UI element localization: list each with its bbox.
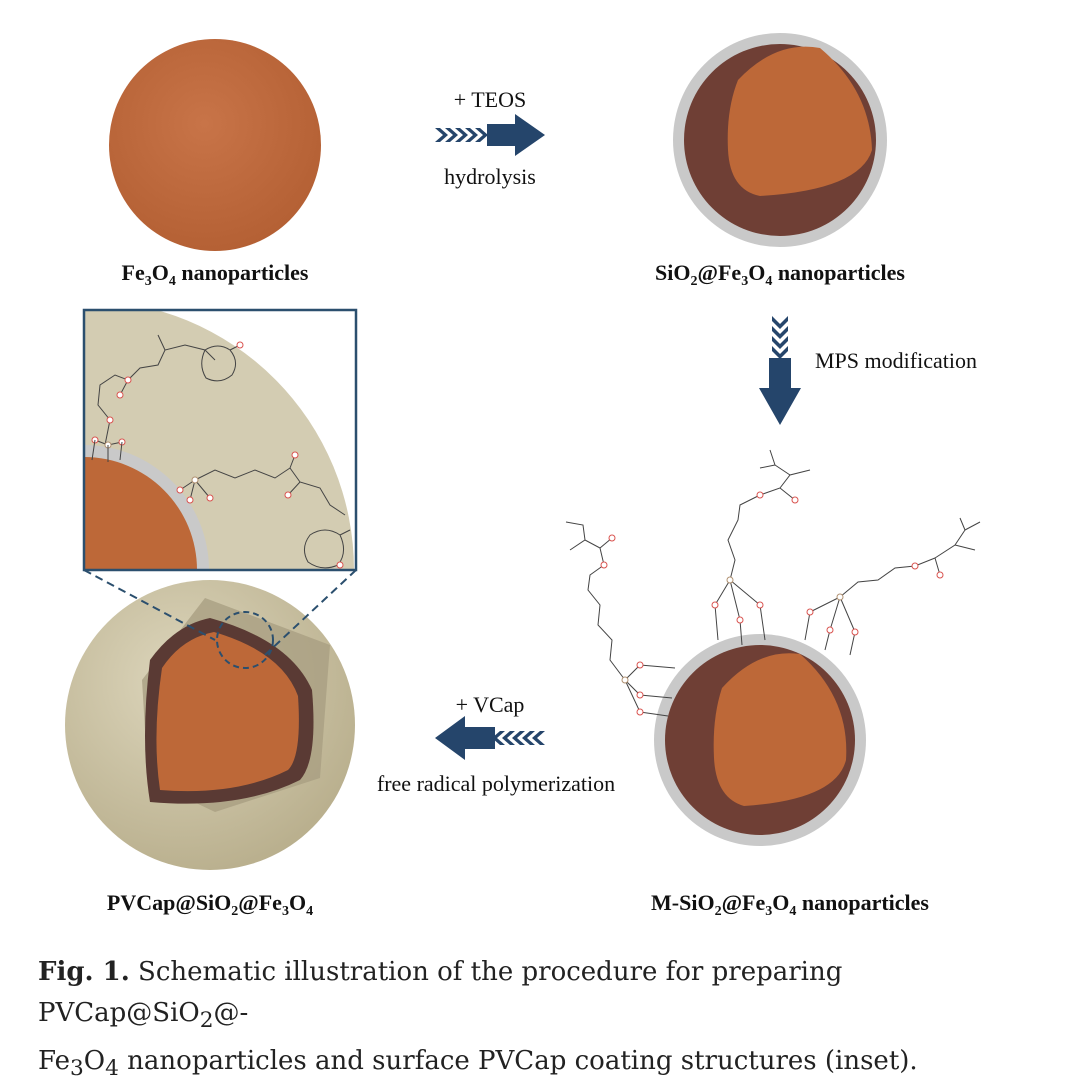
fe3o4-particle xyxy=(109,39,321,251)
caption-line1: Schematic illustration of the procedure … xyxy=(38,957,843,1028)
inset-connector-right xyxy=(264,569,357,656)
figure-canvas: + TEOS hydrolysis Fe3O4 nanoparticles Si… xyxy=(38,33,981,1082)
vcap-label: + VCap xyxy=(456,692,525,717)
hydrolysis-label: hydrolysis xyxy=(444,164,536,189)
caption-line2c: nanoparticles and surface PVCap coating … xyxy=(118,1046,918,1077)
m-sio2-fe3o4-particle xyxy=(654,634,866,846)
pvcap-label: PVCap@SiO2@Fe3O4 xyxy=(107,890,313,919)
teos-arrow xyxy=(435,114,545,156)
teos-label: + TEOS xyxy=(454,87,527,112)
schematic-diagram: + TEOS hydrolysis Fe3O4 nanoparticles Si… xyxy=(65,33,981,919)
sio2-fe3o4-label: SiO2@Fe3O4 nanoparticles xyxy=(655,260,905,289)
caption-sub1: 2 xyxy=(199,1008,214,1034)
pvcap-particle xyxy=(65,580,355,870)
fe3o4-label: Fe3O4 nanoparticles xyxy=(122,260,309,289)
vcap-arrow xyxy=(435,716,545,760)
figure-number: Fig. 1. xyxy=(38,957,130,987)
mps-chains xyxy=(565,449,981,717)
mps-label: MPS modification xyxy=(815,348,977,373)
mps-arrow xyxy=(759,316,801,425)
radical-polymerization-label: free radical polymerization xyxy=(377,771,615,796)
caption-line2a: Fe xyxy=(38,1046,71,1077)
coating-structure-inset xyxy=(82,308,358,572)
caption-line1b: @- xyxy=(213,998,249,1028)
caption-line2b: O xyxy=(83,1046,106,1077)
sio2-fe3o4-particle xyxy=(673,33,887,247)
figure-caption: Fig. 1. Schematic illustration of the pr… xyxy=(38,952,1038,1089)
m-sio2-fe3o4-label: M-SiO2@Fe3O4 nanoparticles xyxy=(651,890,929,919)
caption-sub2: 3 xyxy=(70,1056,84,1082)
inset-connector-left xyxy=(83,569,216,641)
caption-sub3: 4 xyxy=(105,1056,119,1082)
